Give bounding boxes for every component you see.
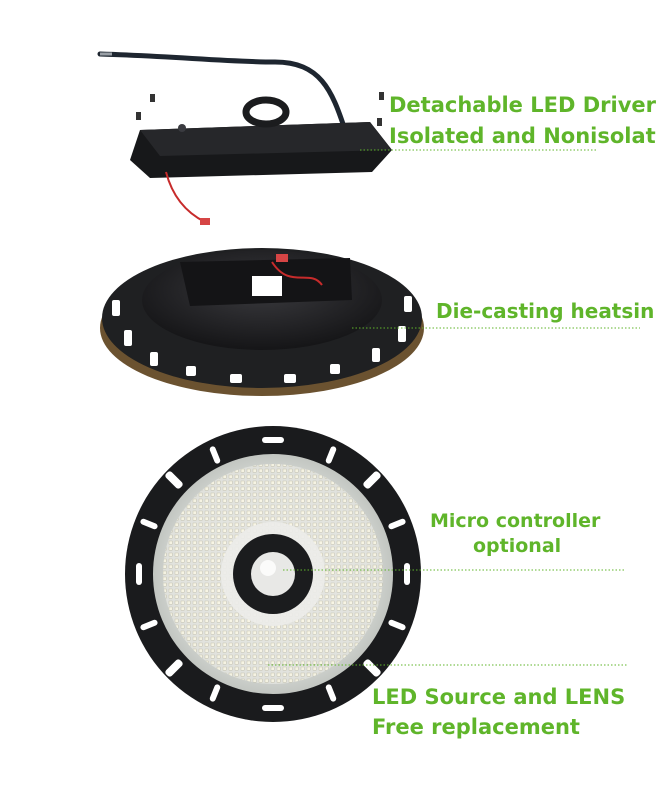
heatsink-connector	[276, 254, 288, 262]
housing-ring-slots	[136, 437, 410, 711]
power-cable	[97, 51, 348, 133]
heatsink-fins	[112, 296, 412, 383]
center-opening	[252, 276, 282, 296]
controller-label-line1: Micro controller	[430, 510, 601, 532]
led-source-label-line2: Free replacement	[372, 715, 580, 739]
driver-red-lead	[165, 171, 206, 223]
led-source-label-line1: LED Source and LENS	[372, 685, 626, 709]
driver-connector	[200, 218, 210, 225]
screw	[150, 94, 155, 102]
heatsink-red-lead	[271, 261, 323, 286]
screw	[379, 92, 384, 100]
heatsink-label: Die-casting heatsink	[436, 299, 656, 323]
driver-label-line2: Isolated and Nonisolate	[389, 124, 656, 148]
driver-box-top	[140, 122, 392, 156]
screw	[377, 118, 382, 126]
leader-lines	[268, 149, 640, 666]
driver-logo-mark	[178, 124, 186, 132]
screw	[136, 112, 141, 120]
driver-label-line1: Detachable LED Driver	[389, 93, 656, 117]
led-assembly	[125, 426, 421, 722]
led-driver	[97, 51, 392, 225]
heatsink	[100, 248, 424, 396]
controller-label-line2: optional	[473, 535, 562, 557]
hanging-ring	[242, 96, 290, 128]
sensor-highlight	[260, 560, 276, 576]
